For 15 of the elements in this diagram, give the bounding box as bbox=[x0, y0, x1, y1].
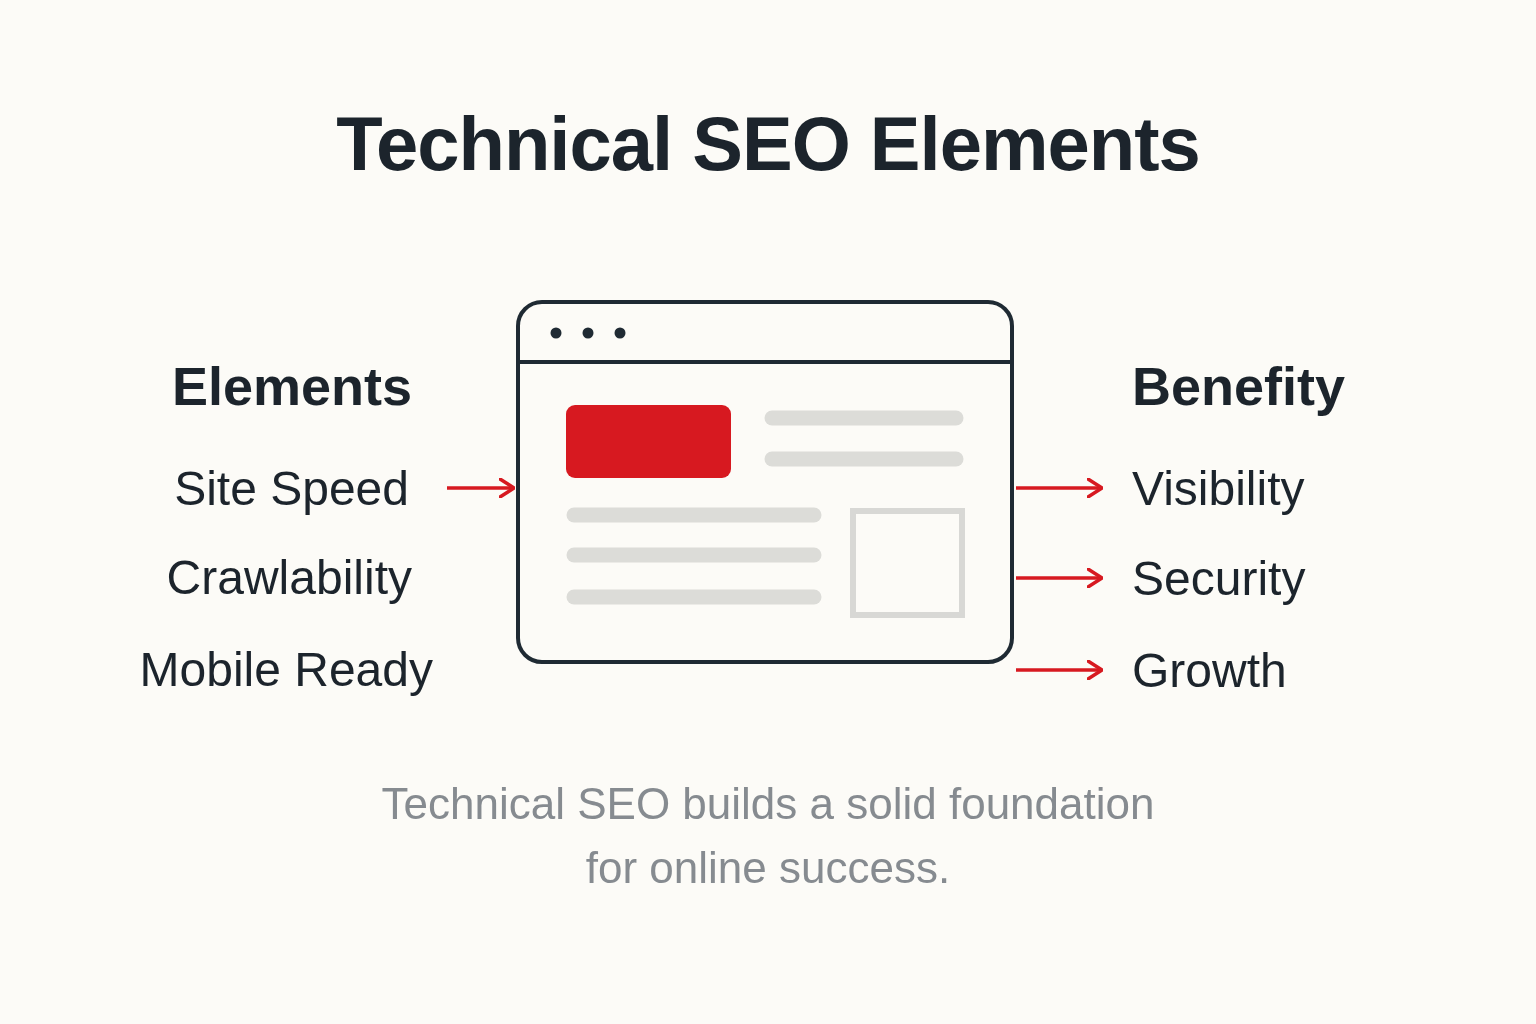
browser-window-drawing bbox=[516, 300, 1014, 664]
column-heading: Elements bbox=[171, 355, 412, 417]
title: Technical SEO Elements bbox=[335, 100, 1201, 187]
arrow bbox=[1016, 477, 1104, 499]
column-heading: Benefity bbox=[1132, 355, 1346, 417]
benefit-label: Growth bbox=[1132, 642, 1287, 698]
element-label: Crawlability bbox=[166, 550, 412, 605]
caption: Technical SEO builds a solid foundation for online success. bbox=[380, 778, 1156, 894]
benefit-label: Security bbox=[1132, 550, 1306, 606]
arrow bbox=[1016, 567, 1104, 589]
arrow bbox=[447, 477, 516, 499]
element-label: Mobile Ready bbox=[139, 642, 433, 697]
arrow bbox=[1016, 659, 1104, 681]
benefit-label: Visibility bbox=[1132, 460, 1305, 516]
element-label: Site Speed bbox=[174, 460, 409, 516]
